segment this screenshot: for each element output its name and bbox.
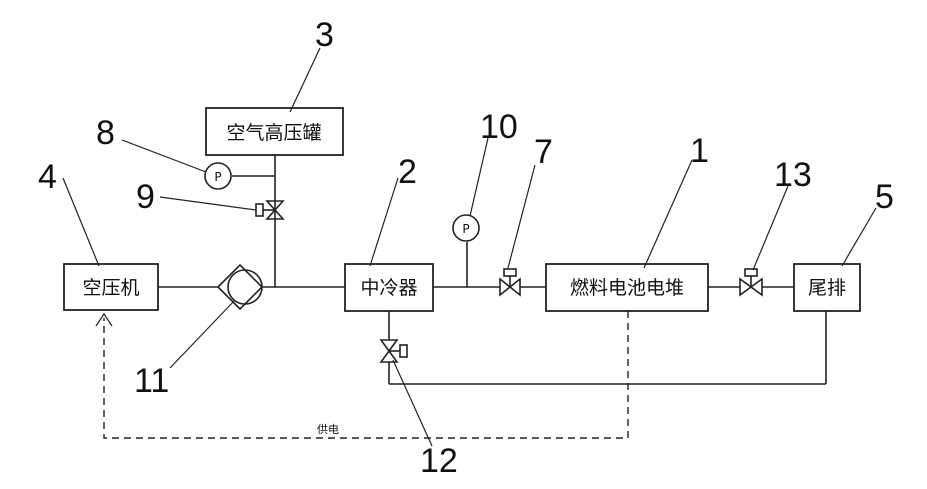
leader-10 bbox=[470, 138, 488, 216]
leader-5 bbox=[842, 208, 876, 266]
air-compressor-label: 空压机 bbox=[82, 277, 139, 299]
callout-3: 3 bbox=[315, 16, 334, 54]
valve-12-icon bbox=[381, 340, 407, 362]
pressure-gauge-10-label: P bbox=[462, 222, 469, 236]
callout-7: 7 bbox=[534, 133, 553, 171]
callout-12: 12 bbox=[420, 442, 458, 480]
valve-7-icon bbox=[500, 269, 520, 295]
leader-4 bbox=[63, 178, 99, 266]
exhaust-label: 尾排 bbox=[808, 277, 846, 299]
callout-4: 4 bbox=[38, 158, 57, 196]
air-tank-label: 空气高压罐 bbox=[226, 122, 321, 144]
fuel-cell-stack-label: 燃料电池电堆 bbox=[570, 277, 684, 299]
callout-9: 9 bbox=[136, 178, 155, 216]
callout-5: 5 bbox=[875, 178, 894, 216]
leader-7 bbox=[508, 165, 535, 268]
leader-2 bbox=[370, 178, 398, 266]
valve-13-icon bbox=[740, 269, 762, 295]
leader-12 bbox=[393, 360, 432, 446]
leader-8 bbox=[122, 140, 206, 172]
pressure-gauge-8-label: P bbox=[214, 170, 221, 184]
leader-3 bbox=[290, 48, 320, 112]
callout-10: 10 bbox=[480, 108, 518, 146]
leader-13 bbox=[753, 186, 788, 270]
callout-8: 8 bbox=[96, 114, 115, 152]
air-filter-icon bbox=[218, 265, 262, 309]
callout-11: 11 bbox=[134, 362, 169, 400]
leader-9 bbox=[160, 197, 256, 210]
power-supply-dashed-line bbox=[104, 311, 628, 438]
leader-11 bbox=[170, 300, 235, 368]
intercooler-label: 中冷器 bbox=[360, 277, 417, 299]
callout-2: 2 bbox=[398, 153, 417, 191]
callout-1: 1 bbox=[690, 132, 709, 170]
valve-9-icon bbox=[256, 201, 283, 219]
leader-1 bbox=[644, 160, 692, 268]
power-supply-label: 供电 bbox=[317, 422, 339, 436]
callout-13: 13 bbox=[774, 156, 812, 194]
